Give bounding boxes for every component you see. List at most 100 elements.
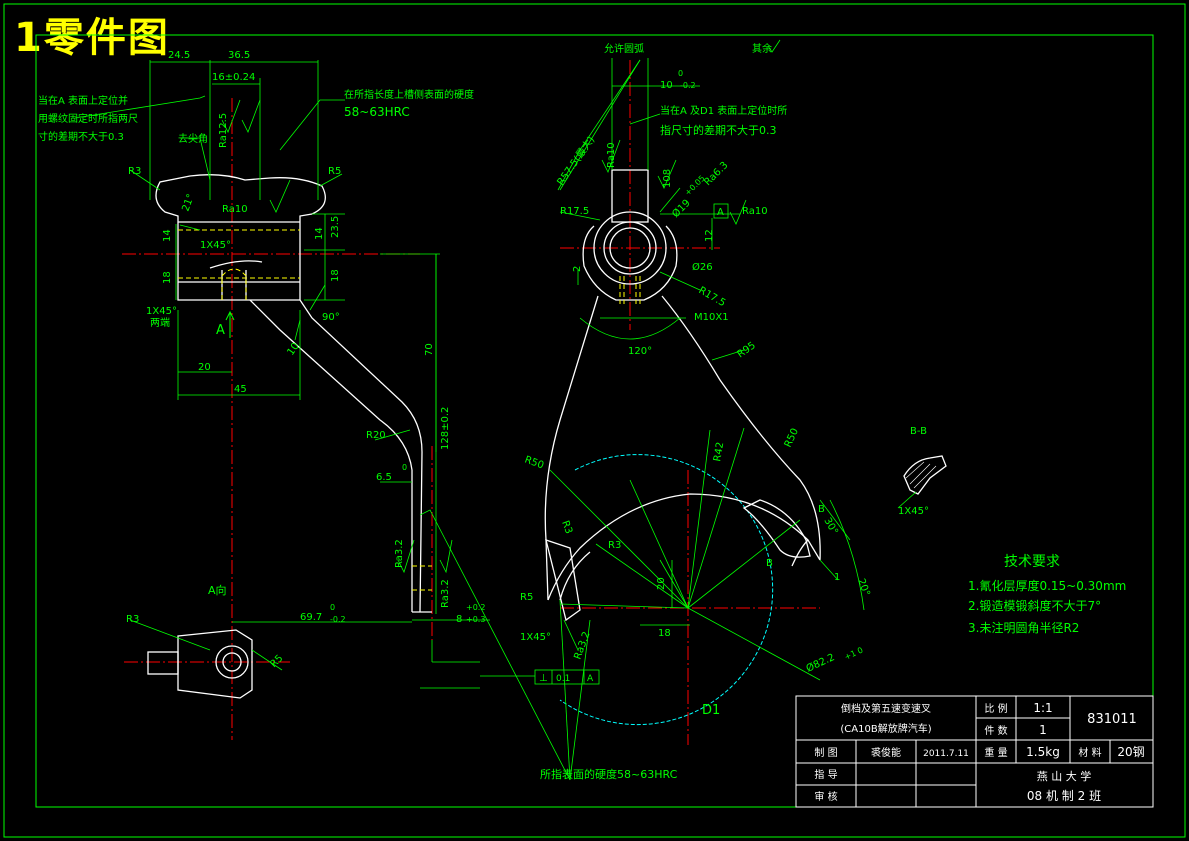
requirement-3: 3.未注明圆角半径R2 [968,620,1079,635]
dim-10: 10 [660,80,673,91]
ra10-top: Ra10 [606,142,617,168]
weight-value: 1.5kg [1026,745,1060,759]
material-label: 材 料 [1078,746,1101,759]
dim-r95: R95 [735,340,757,360]
dim-30deg: 30° [821,516,839,537]
dim-one: 1 [834,572,840,583]
note-d1a: 当在A 及D1 表面上定位时所 [660,104,787,117]
title-block: 倒档及第五速变速叉 (CA10B解放牌汽车) 比 例 1:1 件 数 1 831… [795,695,1154,808]
left-roughness-symbols [221,99,453,574]
dim-23-5: 23.5 [330,216,341,238]
dim-r5: R5 [328,166,341,177]
scale-label: 比 例 [984,702,1007,715]
dim-69-7: 69.7 [300,612,322,623]
view-a-leaders [129,619,283,671]
ra12-5: Ra12.5 [218,113,229,148]
ra3-2b: Ra3.2 [440,579,451,608]
note-a3: 寸的差期不大于0.3 [38,130,124,143]
weight-label: 重 量 [984,746,1007,759]
dim-69-7-upper: 0 [330,603,335,612]
dim-120deg: 120° [628,346,652,357]
dim-r50: R50 [523,454,545,471]
tol-datum: A [587,674,594,684]
dim-dia82: Ø82.2 [804,651,836,675]
view-a: R3 R5 [126,614,286,699]
dim-dia26: Ø26 [692,261,713,273]
note-hard2: 58~63HRC [344,105,410,119]
dim-14: 14 [162,229,173,242]
dim-d1: D1 [702,703,720,718]
dim-18: 18 [658,628,671,639]
left-dimension-lines [74,60,535,689]
dim-70: 70 [424,343,435,356]
dim-21deg: 21° [180,193,196,213]
dim-8-lower: +0.3 [466,615,485,624]
right-view: A ⊥ 0.1 A 允许圆弧 10 0 -0.2 R57.5(最大) R17.5… [419,39,872,781]
section-bb-hatch [905,461,937,489]
dim-dia82-tol: +1 0 [843,645,864,661]
dim-r3b: R3 [608,540,621,551]
dim-10-upper: 0 [678,69,683,78]
right-part-outline [544,169,821,622]
left-hidden-lines [178,229,432,591]
dim-108: 108 [662,169,673,188]
dim-dia19-tol: +0.05 [683,174,707,198]
qty-label: 件 数 [984,724,1007,737]
right-notes: 当在A 及D1 表面上定位时所 指尺寸的差期不大于0.3 所指表面的硬度58~6… [540,42,787,781]
right-hidden-lines [619,276,641,304]
dim-r3: R3 [559,519,574,535]
view-arrow-a [225,310,235,338]
requirement-1: 1.氰化层厚度0.15~0.30mm [968,578,1126,593]
ra6-3: Ra6.3 [702,160,730,188]
part-subtitle: (CA10B解放牌汽车) [840,722,931,735]
note-a1: 当在A 表面上定位并 [38,94,128,107]
note-hard-all: 所指表面的硬度58~63HRC [540,767,678,781]
dim-r42: R42 [712,441,726,462]
dim-6-5: 6.5 [376,472,392,483]
dim-m10: M10X1 [694,312,729,323]
technical-requirements: 技术要求 1.氰化层厚度0.15~0.30mm 2.锻造模锻斜度不大于7° 3.… [968,554,1126,635]
drawing-number: 831011 [1087,712,1137,727]
dim-r50b: R50 [783,427,801,449]
allow-cut-note: 允许圆弧 [604,42,644,55]
ra10: Ra10 [222,204,248,215]
sheet-heading: 1零件图 [14,15,170,61]
title-block-texts: 倒档及第五速变速叉 (CA10B解放牌汽车) 比 例 1:1 件 数 1 831… [814,701,1144,803]
requirements-title: 技术要求 [1004,554,1060,570]
dim-10: 10 [285,341,301,358]
datum-a: A [216,323,225,338]
material-value: 20钢 [1117,745,1144,759]
ra3-2: Ra3.2 [394,539,405,568]
tol-value: 0.1 [556,674,570,684]
right-center-lines [560,60,820,745]
dim-2: 2 [572,266,583,272]
dim-14b: 14 [314,227,325,240]
drawn-date: 2011.7.11 [923,749,969,759]
dim-16: 16±0.24 [212,72,255,83]
perpendicularity-frame [534,669,600,685]
requirement-2: 2.锻造模锻斜度不大于7° [968,598,1101,613]
view-a-r3: R3 [126,614,139,625]
title-block-grid [795,695,1154,808]
section-bb: B-B 1X45° [897,426,947,517]
ra10-right: Ra10 [742,206,768,217]
drawn-label: 制 图 [814,746,837,759]
note-rest: 其余 [752,42,772,55]
section-bb-leader [897,491,917,509]
qty-value: 1 [1039,723,1047,737]
right-dimension-lines [419,58,865,781]
note-both-ends: 两端 [150,316,170,329]
ra3-2-right: Ra3.2 [572,630,592,661]
dim-20: 20 [198,362,211,373]
b-label: B [818,504,825,515]
dim-6-5-tol: 0 [402,463,407,472]
note-d1b: 指尺寸的差期不大于0.3 [660,123,777,137]
dim-dia19: Ø19 [670,197,693,220]
dim-36-5: 36.5 [228,50,250,61]
dim-r20: R20 [366,430,386,441]
dim-10-lower: -0.2 [680,81,696,90]
dim-12: 12 [704,229,715,242]
left-notes: 当在A 表面上定位并 用螺纹固定时所指两尺 寸的差期不大于0.3 在所指长度上槽… [38,88,474,597]
right-arc-circle [559,454,774,726]
class-name: 08 机 制 2 班 [1027,789,1101,803]
